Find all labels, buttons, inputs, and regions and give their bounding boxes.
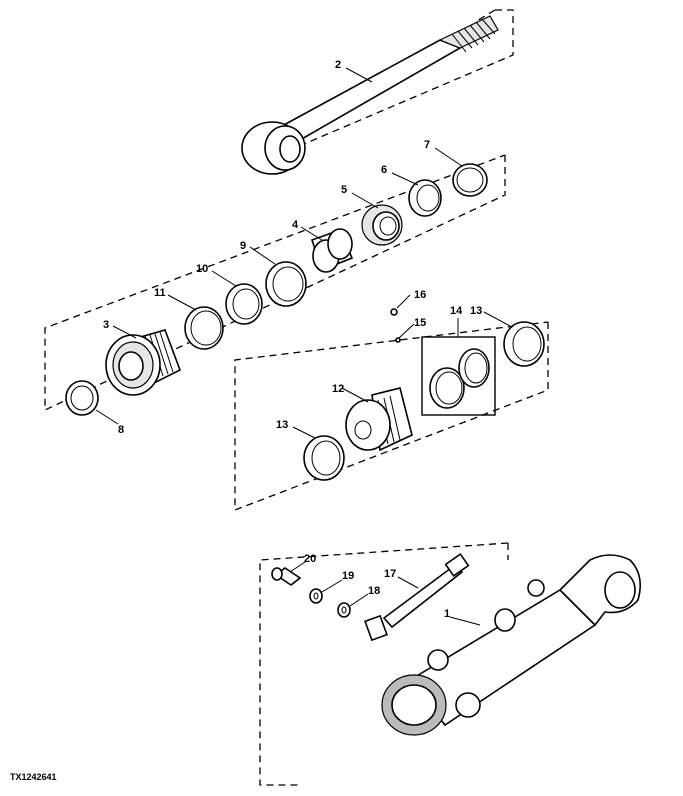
o-ring-head: [184, 306, 224, 350]
cylinder-head: [105, 329, 182, 396]
callout-20: 20: [304, 553, 316, 565]
callout-13-left: 13: [276, 419, 288, 431]
piston-rod: [241, 15, 499, 175]
callout-2: 2: [335, 59, 341, 71]
callout-1: 1: [444, 608, 450, 620]
callout-9: 9: [240, 240, 246, 252]
wiper-seal: [408, 179, 442, 217]
piston: [345, 387, 413, 452]
figure-reference-id: TX1242641: [10, 772, 57, 782]
barrel-group-outline: [259, 542, 509, 786]
lock-washer: [309, 588, 323, 604]
callout-11: 11: [154, 287, 166, 299]
callout-19: 19: [342, 570, 354, 582]
rod-seal: [361, 204, 403, 246]
callout-4: 4: [292, 219, 299, 231]
leader-lines: [95, 67, 511, 626]
tube-assembly: [364, 552, 470, 642]
rod-group-outline: [289, 9, 514, 151]
callout-8: 8: [118, 424, 124, 436]
washer: [337, 602, 351, 618]
callout-5: 5: [341, 184, 347, 196]
callout-16: 16: [414, 289, 426, 301]
callout-labels: 2 7 6 5 4 9 10 11 3 8 13 12 16 15 14 13 …: [103, 59, 482, 620]
o-ring-large: [265, 261, 307, 307]
callout-7: 7: [424, 139, 430, 151]
set-screw: [390, 308, 398, 316]
wear-ring-left: [303, 435, 345, 481]
wear-ring-right: [503, 321, 545, 367]
callout-3: 3: [103, 319, 109, 331]
snap-ring: [65, 380, 99, 416]
cap-screw: [271, 567, 302, 586]
ball: [395, 337, 401, 343]
callout-12: 12: [332, 383, 344, 395]
callout-17: 17: [384, 568, 396, 580]
piston-seal-kit-box: [421, 336, 496, 416]
callout-15: 15: [414, 317, 426, 329]
callout-14: 14: [450, 305, 463, 317]
backup-ring: [225, 283, 263, 325]
head-group-outline: [44, 154, 506, 412]
retaining-ring: [452, 163, 488, 197]
callout-10: 10: [196, 263, 208, 275]
cylinder-barrel: [381, 554, 641, 736]
callout-18: 18: [368, 585, 380, 597]
callout-6: 6: [381, 164, 387, 176]
callout-13-right: 13: [470, 305, 482, 317]
guide-bushing: [310, 228, 354, 273]
